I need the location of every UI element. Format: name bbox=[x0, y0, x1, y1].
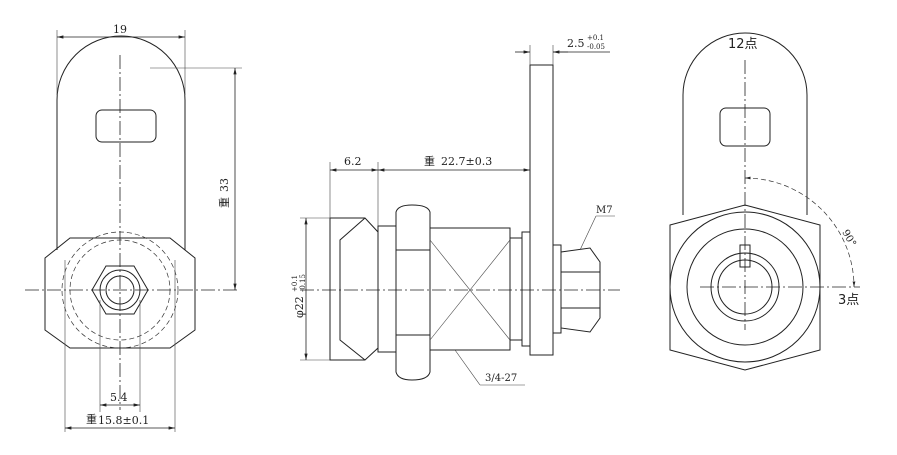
front-view-right: 12点 3点 90° bbox=[669, 32, 860, 371]
tolerance-upper: +0.1 bbox=[587, 34, 604, 42]
dim-depth-6-2: 6.2 bbox=[344, 155, 362, 168]
dim-length-22-7: 22.7±0.3 bbox=[441, 155, 492, 168]
tolerance-upper: +0.1 bbox=[291, 275, 299, 292]
critical-mark: 重 bbox=[217, 197, 231, 208]
label-3-oclock: 3点 bbox=[838, 293, 859, 308]
side-view: 6.2 重 22.7±0.3 2.5 +0.1 -0.05 φ22 +0.1 -… bbox=[291, 34, 620, 386]
label-m7: M7 bbox=[596, 205, 613, 216]
front-view-left: 19 33 重 5.4 重 15.8±0.1 bbox=[25, 23, 242, 432]
dim-width-5-4: 5.4 bbox=[110, 391, 128, 404]
label-12-oclock: 12点 bbox=[728, 37, 758, 52]
dim-diameter-22: φ22 bbox=[293, 296, 306, 318]
tolerance-lower: -0.05 bbox=[587, 43, 605, 51]
critical-mark: 重 bbox=[86, 412, 97, 426]
label-thread-3-4-27: 3/4-27 bbox=[485, 373, 517, 384]
critical-mark: 重 bbox=[424, 154, 435, 168]
dim-height-33: 33 bbox=[218, 178, 231, 192]
dim-width-15-8: 15.8±0.1 bbox=[98, 414, 149, 427]
label-90-degrees: 90° bbox=[839, 228, 857, 249]
dim-thickness-2-5: 2.5 bbox=[567, 37, 585, 50]
tolerance-lower: -0.15 bbox=[299, 274, 307, 292]
dim-width-19: 19 bbox=[113, 23, 127, 36]
